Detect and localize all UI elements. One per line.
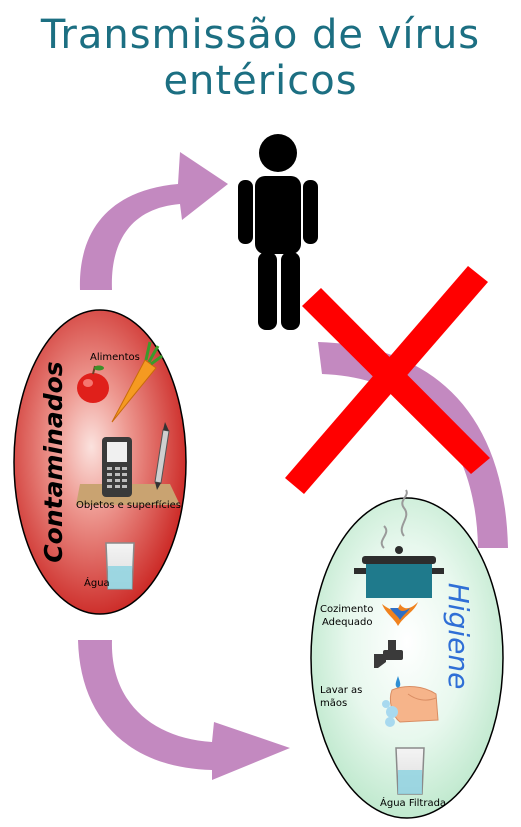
faucet-icon <box>374 640 403 668</box>
arrow-bottom-left <box>78 640 290 780</box>
contaminated-ellipse <box>13 309 187 615</box>
objects-label: Objetos e superfícies <box>76 499 181 511</box>
hands-label-1: Lavar as <box>320 685 362 696</box>
contaminated-label: Contaminados <box>39 361 68 562</box>
hand-wash-icon <box>382 676 439 727</box>
water-label: Água <box>84 576 110 589</box>
carrot-icon <box>111 341 163 423</box>
cooking-label-1: Cozimento <box>320 604 373 615</box>
filtered-water-glass-icon <box>395 747 425 795</box>
food-label: Alimentos <box>90 352 140 363</box>
hygiene-label: Higiene <box>442 583 475 690</box>
apple-icon <box>77 365 109 403</box>
hygiene-ellipse <box>310 497 504 819</box>
person-icon <box>238 134 318 330</box>
cross-icon <box>285 266 490 494</box>
hands-label-2: mãos <box>320 698 347 709</box>
title-line-2: entéricos <box>163 58 358 104</box>
pot-icon <box>354 546 444 598</box>
steam-icon <box>380 489 408 549</box>
filtered-water-label: Água Filtrada <box>380 796 446 809</box>
arrow-top-left <box>79 152 229 290</box>
title-line-1: Transmissão de vírus <box>40 12 481 58</box>
phone-icon <box>102 437 132 497</box>
water-glass-icon <box>105 542 135 590</box>
pen-icon <box>154 422 170 490</box>
flame-icon <box>382 602 418 626</box>
cooking-label-2: Adequado <box>322 617 372 628</box>
